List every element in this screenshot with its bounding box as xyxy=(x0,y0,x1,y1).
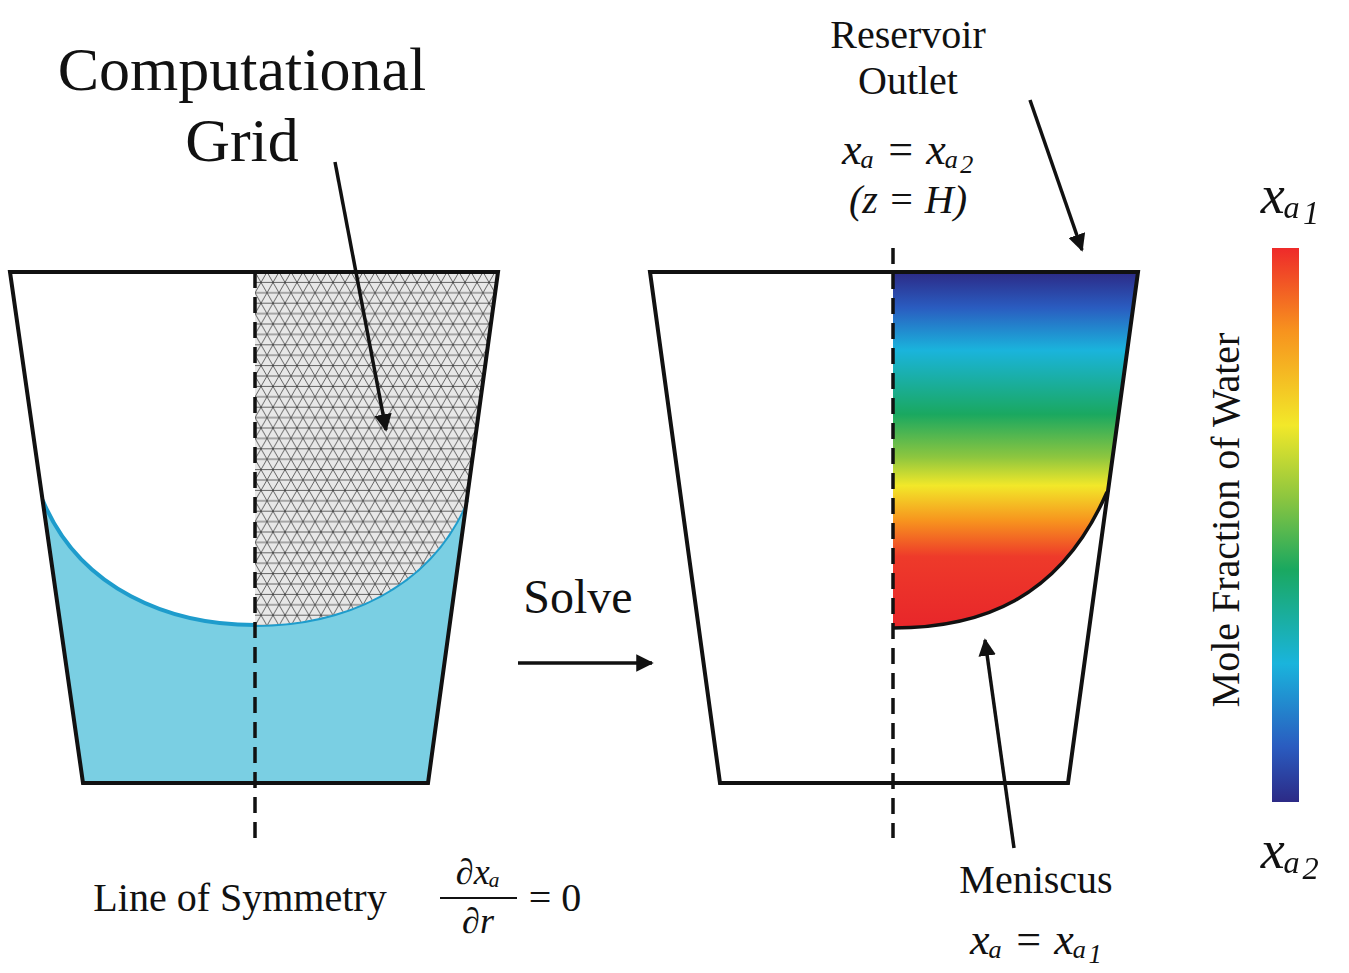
symmetry-line xyxy=(253,272,257,838)
boundary-condition: xₐ = xₐ₁ xyxy=(970,915,1102,966)
leader-arrow xyxy=(985,640,1014,848)
concentration-field xyxy=(893,272,1138,628)
fraction-bar xyxy=(440,897,517,899)
colorbar-max: xₐ₁ xyxy=(1261,164,1320,226)
callout-label: Line of Symmetry xyxy=(93,875,386,921)
callout-label: Reservoir Outlet xyxy=(788,12,1028,104)
boundary-condition: xₐ = xₐ₂ xyxy=(842,125,974,176)
computational-mesh xyxy=(255,272,500,632)
equation-part: = 0 xyxy=(529,875,582,921)
colorbar-title: Mole Fraction of Water xyxy=(1203,333,1249,708)
leader-arrow xyxy=(1030,100,1082,250)
leader-arrow xyxy=(335,162,386,430)
color-bar xyxy=(1272,248,1299,802)
step-label: Solve xyxy=(523,569,632,624)
meniscus-curve xyxy=(893,492,1107,628)
solve-arrow xyxy=(518,661,652,665)
boundary-condition: (z = H) xyxy=(849,177,967,223)
symmetry-line xyxy=(891,248,895,838)
mesh-ground xyxy=(255,272,500,632)
colorbar-min: xₐ₂ xyxy=(1261,819,1320,881)
callout-label: Computational Grid xyxy=(22,34,462,177)
callout-label: Meniscus xyxy=(959,857,1112,903)
equation-part: ∂r xyxy=(462,901,494,942)
equation-part: ∂xₐ xyxy=(456,852,500,893)
